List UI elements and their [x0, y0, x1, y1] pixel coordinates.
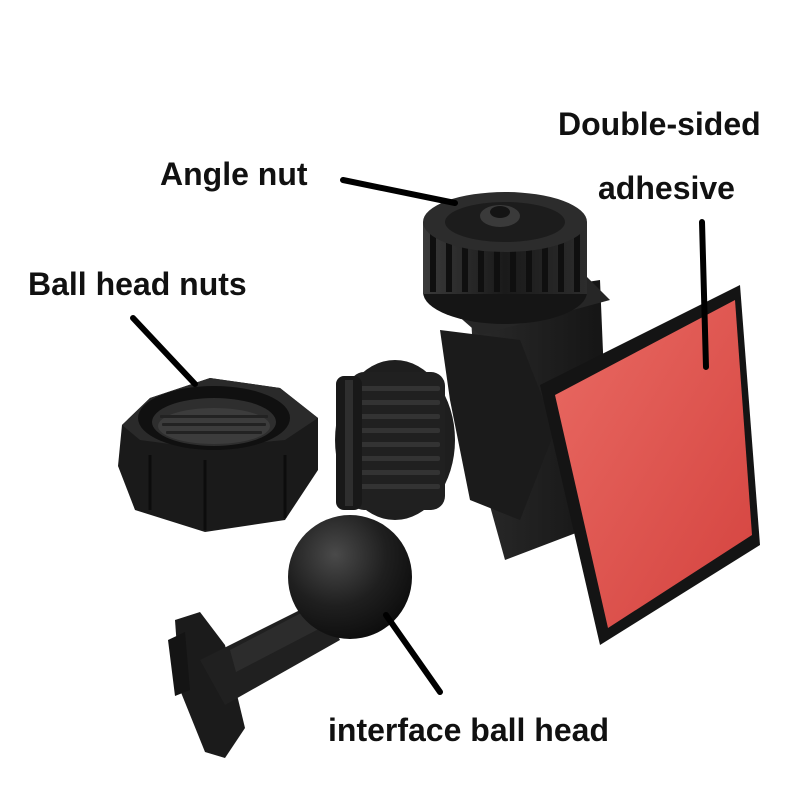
threaded-stub [335, 360, 455, 520]
ball-head-nut [118, 378, 318, 532]
leader-lines [130, 177, 709, 695]
angle-nut [423, 192, 587, 324]
adhesive-label-line1: Double-sided [558, 106, 761, 142]
angle-nut-label: Angle nut [160, 156, 308, 192]
leader-interface-ball-head [383, 612, 443, 695]
ball-head-nuts-label: Ball head nuts [28, 266, 247, 302]
adhesive-label-line2: adhesive [598, 170, 735, 206]
interface-ball-head-label: interface ball head [328, 712, 609, 748]
leader-ball-head-nuts [130, 315, 198, 387]
interface-ball-head [168, 515, 412, 758]
adhesive-pad [555, 300, 752, 628]
leader-adhesive [699, 219, 709, 370]
leader-angle-nut [340, 177, 458, 206]
